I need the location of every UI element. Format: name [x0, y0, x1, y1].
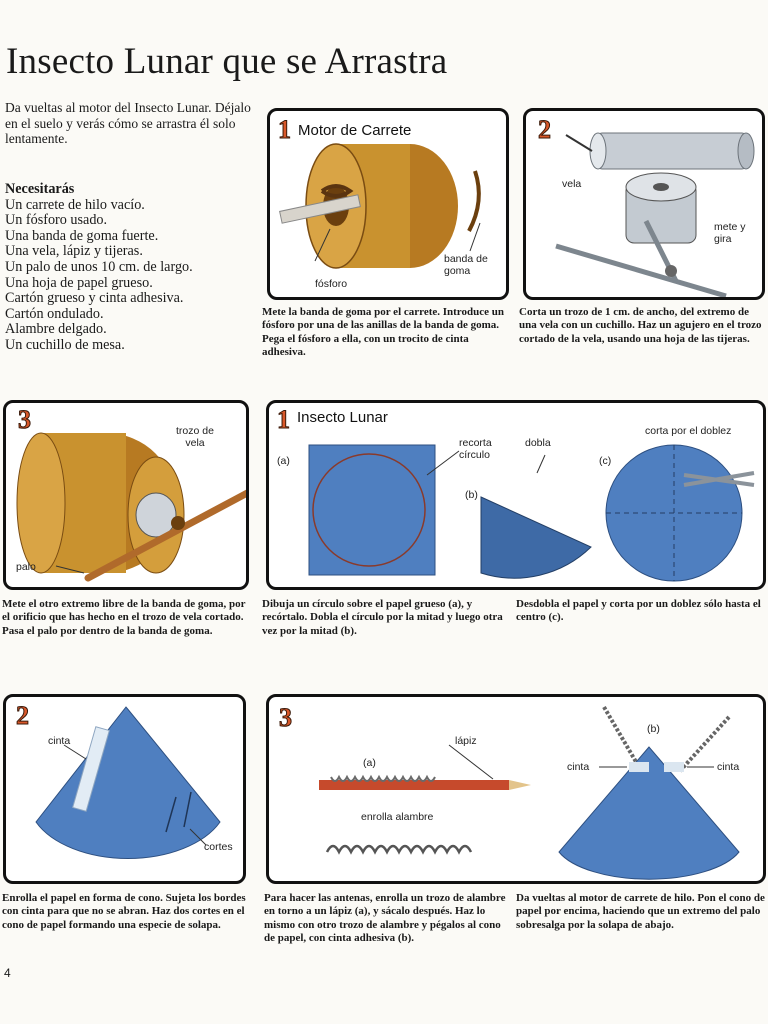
caption-motor-step-3: Mete el otro extremo libre de la banda d… [2, 598, 246, 637]
label-pencil: lápiz [455, 735, 477, 747]
label-candle-piece: trozo de vela [176, 425, 214, 449]
caption-insect-step-3-left: Para hacer las antenas, enrolla un trozo… [264, 892, 506, 945]
step-number-badge: 3 [279, 703, 293, 732]
page-title: Insecto Lunar que se Arrastra [6, 41, 448, 82]
panel-motor-step-3: 3 trozo de vela palo [3, 400, 249, 590]
materials-heading: Necesitarás [5, 181, 75, 197]
caption-insect-step-1-left: Dibuja un círculo sobre el papel grueso … [262, 598, 503, 637]
material-item: Una hoja de papel grueso. [5, 274, 153, 291]
label-c: (c) [599, 455, 612, 467]
step-number-badge: 3 [18, 405, 32, 434]
panel-title: Insecto Lunar [297, 409, 388, 426]
label-tape: cinta [48, 735, 71, 747]
step-number-badge: 1 [277, 405, 291, 434]
caption-insect-step-3-right: Da vueltas al motor de carrete de hilo. … [516, 892, 765, 931]
material-item: Una vela, lápiz y tijeras. [5, 243, 143, 260]
label-cut-circle: recorta círculo [459, 437, 492, 461]
panel-insect-step-3: 3 lápiz (a) enrolla alambre (b) cinta ci… [266, 694, 766, 884]
caption-motor-step-2: Corta un trozo de 1 cm. de ancho, del ex… [519, 306, 762, 345]
material-item: Cartón ondulado. [5, 305, 104, 322]
panel-motor-step-1: 1 Motor de Carrete fósforo banda de goma [267, 108, 509, 300]
material-item: Un carrete de hilo vacío. [5, 196, 145, 213]
step-number-badge: 2 [538, 115, 552, 144]
label-wrap-wire: enrolla alambre [361, 811, 434, 823]
label-tape-right: cinta [717, 761, 740, 773]
caption-insect-step-1-right: Desdobla el papel y corta por un doblez … [516, 598, 761, 624]
candle-and-scissors-illustration [555, 132, 755, 297]
label-tape-left: cinta [567, 761, 590, 773]
material-item: Un fósforo usado. [5, 212, 108, 229]
paper-circle-illustration [308, 444, 755, 582]
label-stick: palo [16, 561, 36, 573]
caption-motor-step-1: Mete la banda de goma por el carrete. In… [262, 306, 504, 359]
label-b: (b) [647, 723, 660, 735]
page-number: 4 [4, 966, 11, 980]
intro-text: Da vueltas al motor del Insecto Lunar. D… [5, 100, 251, 147]
label-rubber-band: banda de goma [444, 253, 488, 277]
label-b: (b) [465, 489, 478, 501]
label-cut-on-fold: corta por el doblez [645, 425, 732, 437]
material-item: Cartón grueso y cinta adhesiva. [5, 290, 184, 307]
step-number-badge: 1 [278, 115, 292, 144]
label-candle: vela [562, 178, 582, 190]
panel-insect-step-2: 2 cinta cortes [3, 694, 246, 884]
material-item: Una banda de goma fuerte. [5, 227, 159, 244]
material-item: Un palo de unos 10 cm. de largo. [5, 258, 193, 275]
label-a: (a) [363, 757, 376, 769]
material-item: Un cuchillo de mesa. [5, 336, 125, 353]
assembled-motor-illustration [16, 432, 246, 582]
paper-cone-illustration [35, 706, 221, 859]
antenna-and-cone-illustration [319, 705, 740, 880]
spool-illustration [279, 143, 481, 269]
materials-list: Necesitarás Un carrete de hilo vacío. Un… [5, 181, 260, 354]
panel-title: Motor de Carrete [298, 122, 412, 139]
label-cuts: cortes [204, 841, 233, 853]
caption-insect-step-2: Enrolla el papel en forma de cono. Sujet… [2, 892, 246, 931]
panel-insect-step-1: 1 Insecto Lunar (a) recorta círculo dobl… [266, 400, 766, 590]
label-matchstick: fósforo [315, 278, 348, 290]
step-number-badge: 2 [16, 701, 30, 730]
material-item: Alambre delgado. [5, 321, 107, 338]
label-insert-and-turn: mete y gira [714, 221, 746, 245]
panel-motor-step-2: 2 vela mete y gira [523, 108, 765, 300]
label-fold: dobla [525, 437, 551, 449]
label-a: (a) [277, 455, 290, 467]
